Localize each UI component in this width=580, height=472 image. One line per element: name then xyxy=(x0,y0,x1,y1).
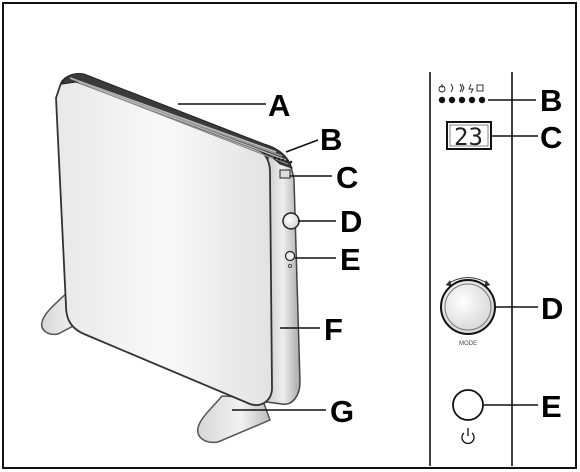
grille-rib-3 xyxy=(77,81,287,161)
panel-callout-lines xyxy=(483,99,538,406)
heater-callout-labels: A B C D E F G xyxy=(268,88,362,429)
power-indicator-icon xyxy=(438,84,446,93)
front-foot xyxy=(197,395,271,444)
side-power-button[interactable] xyxy=(284,250,296,262)
callout-heater-d: D xyxy=(340,204,362,239)
callout-panel-b: B xyxy=(540,83,562,118)
grille-rib-2 xyxy=(73,79,283,157)
side-power-symbol-icon xyxy=(287,263,292,268)
side-indicator-2 xyxy=(277,157,281,161)
heater-illustration xyxy=(40,73,301,444)
digital-display-inner xyxy=(449,124,489,147)
mode-knob-label: MODE xyxy=(459,341,477,347)
indicator-light-1 xyxy=(438,96,446,104)
grille-rib-4 xyxy=(81,83,289,165)
turbo-indicator-icon xyxy=(468,83,474,94)
indicator-lights xyxy=(438,96,486,104)
callout-heater-b: B xyxy=(320,122,342,157)
side-indicator-5 xyxy=(289,160,293,164)
callout-heater-e: E xyxy=(340,242,361,277)
indicator-light-5 xyxy=(478,96,486,104)
panel-callout-labels: B C D E xyxy=(540,83,563,424)
mode-knob-rim xyxy=(444,283,492,331)
mode-knob[interactable] xyxy=(440,279,496,335)
side-indicator-1 xyxy=(273,156,277,160)
side-display xyxy=(279,169,291,179)
side-controls xyxy=(273,156,300,268)
low-heat-indicator-icon xyxy=(450,83,454,93)
callout-heater-a: A xyxy=(268,88,290,123)
side-indicator-3 xyxy=(281,158,285,162)
control-panel-closeup: 23 MODE xyxy=(429,72,513,466)
side-indicator-4 xyxy=(285,159,289,163)
callout-heater-g: G xyxy=(330,394,354,429)
indicator-light-4 xyxy=(468,96,476,104)
power-symbol-icon xyxy=(461,428,475,445)
callout-panel-c: C xyxy=(540,120,562,155)
high-heat-indicator-icon xyxy=(459,83,465,93)
indicator-light-2 xyxy=(448,96,456,104)
callout-panel-d: D xyxy=(541,291,563,326)
heater-callout-lines xyxy=(178,103,336,411)
timer-indicator-icon xyxy=(476,84,484,92)
grille-rib-1 xyxy=(69,77,277,153)
side-indicator-row xyxy=(273,156,293,164)
side-mode-knob[interactable] xyxy=(282,212,300,230)
display-temperature: 23 xyxy=(454,123,483,151)
callout-heater-c: C xyxy=(336,160,358,195)
leader-b xyxy=(285,139,319,153)
callout-panel-e: E xyxy=(541,389,562,424)
indicator-light-3 xyxy=(458,96,466,104)
indicator-icons xyxy=(438,83,484,94)
callout-heater-f: F xyxy=(324,312,343,347)
power-button[interactable] xyxy=(452,389,484,421)
